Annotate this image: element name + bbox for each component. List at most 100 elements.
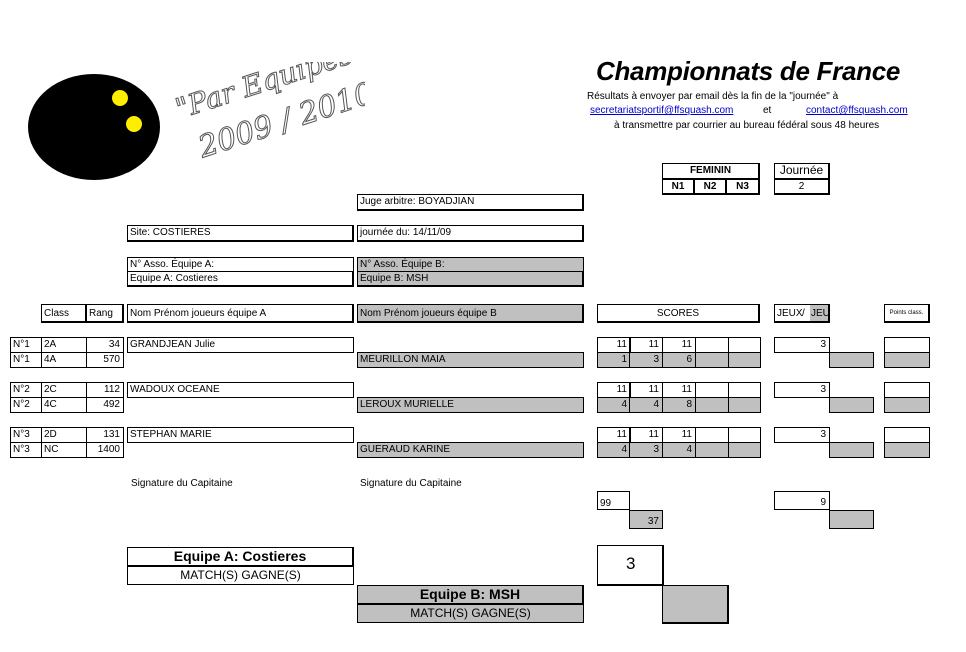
division-n1: N1 [662,179,695,195]
score-cell: 11 [629,427,663,443]
logo-wordmark: "Par Equipes" 2009 / 2010" [171,62,365,166]
jeux-a-cell: 3 [774,427,830,443]
points-cell [884,352,930,368]
points-cell [884,337,930,353]
player-class: 4A [41,352,87,368]
jeux-b-cell [829,352,874,368]
logo-dot-1 [112,90,128,106]
player-rang: 112 [86,382,124,398]
score-cell: 11 [597,427,631,443]
score-cell: 4 [597,397,631,413]
score-cell: 4 [662,442,696,458]
category-title: FEMININ [662,163,760,180]
score-cell [695,352,729,368]
score-cell: 1 [597,352,631,368]
points-cell [884,427,930,443]
division-n3: N3 [726,179,760,195]
equipe-a-field: Equipe A: Costieres [127,271,354,287]
player-name-b: GUERAUD KARINE [357,442,584,458]
jeux-a-cell: 3 [774,382,830,398]
total-jeux-b [829,510,874,529]
header-class: Class [41,304,87,323]
player-rang: 492 [86,397,124,413]
header-jeux: JEUX/JEUX [774,304,830,323]
jeux-b-cell [829,442,874,458]
summary-team-b: Equipe B: MSH [357,585,584,605]
score-cell: 3 [629,352,663,368]
player-position: N°3 [10,427,42,443]
signature-a-label: Signature du Capitaine [131,478,233,489]
score-cell: 6 [662,352,696,368]
summary-won-a: 3 [597,545,664,586]
player-position: N°2 [10,382,42,398]
score-cell [728,337,761,353]
player-name-a: STEPHAN MARIE [127,427,354,443]
summary-matches-a-label: MATCH(S) GAGNE(S) [127,566,354,585]
journee-value: 2 [774,179,830,195]
total-points-a: 99 [597,491,630,510]
email-link-secretariat[interactable]: secretariatsportif@ffsquash.com [590,105,734,116]
journee-date-field: journée du: 14/11/09 [357,225,584,242]
score-cell: 8 [662,397,696,413]
page-title: Championnats de France [596,56,901,86]
score-cell: 11 [629,382,663,398]
score-cell: 3 [629,442,663,458]
summary-won-b [662,585,729,624]
player-rang: 34 [86,337,124,353]
player-position: N°1 [10,337,42,353]
player-class: 4C [41,397,87,413]
player-name-b: MEURILLON MAIA [357,352,584,368]
player-position: N°2 [10,397,42,413]
score-cell: 4 [629,397,663,413]
header-nom-a: Nom Prénom joueurs équipe A [127,304,354,323]
player-position: N°3 [10,442,42,458]
jeux-a-cell: 3 [774,337,830,353]
score-cell [695,382,729,398]
score-cell [695,337,729,353]
score-cell: 11 [597,382,631,398]
player-rang: 570 [86,352,124,368]
score-cell [728,382,761,398]
player-class: NC [41,442,87,458]
score-cell [695,427,729,443]
instructions-et: et [763,105,772,116]
score-cell: 4 [597,442,631,458]
header-jeux-b: JEUX [810,305,828,321]
total-jeux-a: 9 [774,491,830,510]
player-class: 2A [41,337,87,353]
header-nom-b: Nom Prénom joueurs équipe B [357,304,584,323]
player-name-a: WADOUX OCEANE [127,382,354,398]
player-class: 2C [41,382,87,398]
email-link-contact[interactable]: contact@ffsquash.com [806,105,908,116]
logo: "Par Equipes" 2009 / 2010" [28,62,365,180]
asso-a-field: N° Asso. Équipe A: [127,257,354,272]
header-jeux-slash: / [802,308,805,319]
player-name-a: GRANDJEAN Julie [127,337,354,353]
jeux-b-cell [829,397,874,413]
points-cell [884,397,930,413]
player-rang: 1400 [86,442,124,458]
total-points-b: 37 [629,510,663,529]
player-rang: 131 [86,427,124,443]
summary-team-a: Equipe A: Costieres [127,547,354,567]
header-scores: SCORES [597,304,760,323]
points-cell [884,442,930,458]
division-n2: N2 [694,179,727,195]
header-rang: Rang [86,304,124,323]
player-position: N°1 [10,352,42,368]
instructions-line1: Résultats à envoyer par email dès la fin… [587,91,839,102]
player-class: 2D [41,427,87,443]
player-name-b: LEROUX MURIELLE [357,397,584,413]
logo-dot-2 [126,116,142,132]
score-cell: 11 [629,337,663,353]
asso-b-field: N° Asso. Équipe B: [357,257,584,272]
journee-label: Journée [774,163,830,180]
score-cell [728,427,761,443]
score-cell: 11 [597,337,631,353]
score-cell [695,397,729,413]
header-jeux-a: JEUX [777,308,803,319]
score-cell: 11 [662,337,696,353]
score-cell: 11 [662,382,696,398]
points-cell [884,382,930,398]
score-cell [728,352,761,368]
